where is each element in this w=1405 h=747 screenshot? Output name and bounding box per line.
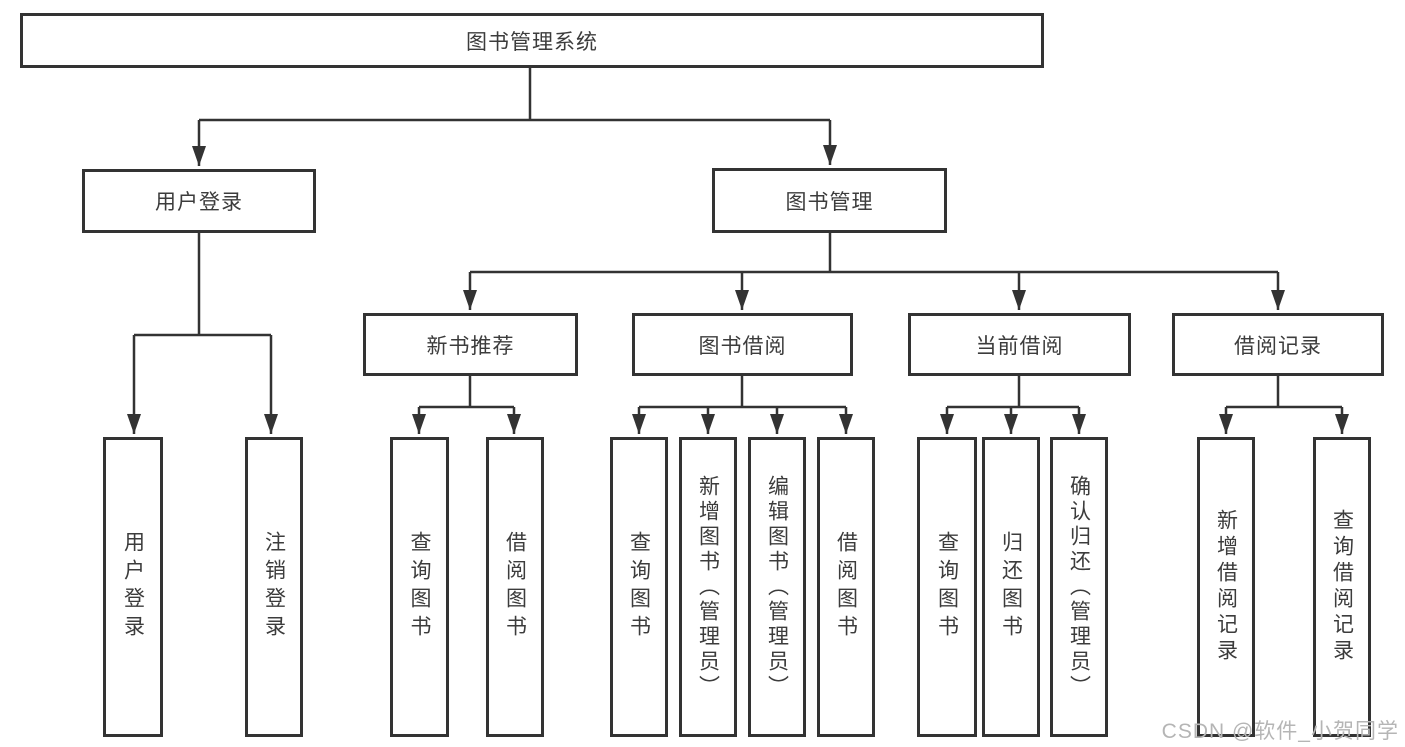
leaf-bb-query-books: 查询图书 [610, 437, 668, 737]
connector-book-management-split [470, 233, 1278, 274]
node-current-borrowing: 当前借阅 [908, 313, 1131, 376]
leaf-logout: 注销登录 [245, 437, 303, 737]
node-borrowing-records: 借阅记录 [1172, 313, 1384, 376]
watermark-text: CSDN @软件_小贺同学 [1161, 720, 1399, 743]
node-root-system: 图书管理系统 [20, 13, 1044, 68]
connector-current-borrow-split [947, 376, 1079, 409]
connector-root-split [199, 68, 830, 122]
connector-book-borrow-split [639, 376, 846, 409]
leaf-br-query-borrow-record: 查询借阅记录 [1313, 437, 1371, 737]
leaf-nb-query-books: 查询图书 [390, 437, 449, 737]
leaf-nb-borrow-books: 借阅图书 [486, 437, 544, 737]
node-new-book-recommend: 新书推荐 [363, 313, 578, 376]
node-book-management: 图书管理 [712, 168, 947, 233]
leaf-bb-edit-book-admin: 编辑图书（管理员） [748, 437, 806, 737]
node-book-borrowing: 图书借阅 [632, 313, 853, 376]
leaf-user-login: 用户登录 [103, 437, 163, 737]
connector-new-book-split [419, 376, 514, 409]
connector-user-login-split [134, 233, 271, 337]
leaf-br-add-borrow-record: 新增借阅记录 [1197, 437, 1255, 737]
leaf-bb-add-book-admin: 新增图书（管理员） [679, 437, 737, 737]
leaf-cb-query-books: 查询图书 [917, 437, 977, 737]
leaf-cb-confirm-return-admin: 确认归还（管理员） [1050, 437, 1108, 737]
leaf-bb-borrow-books: 借阅图书 [817, 437, 875, 737]
leaf-cb-return-book: 归还图书 [982, 437, 1040, 737]
connector-borrow-record-split [1226, 376, 1342, 409]
node-user-login: 用户登录 [82, 169, 316, 233]
